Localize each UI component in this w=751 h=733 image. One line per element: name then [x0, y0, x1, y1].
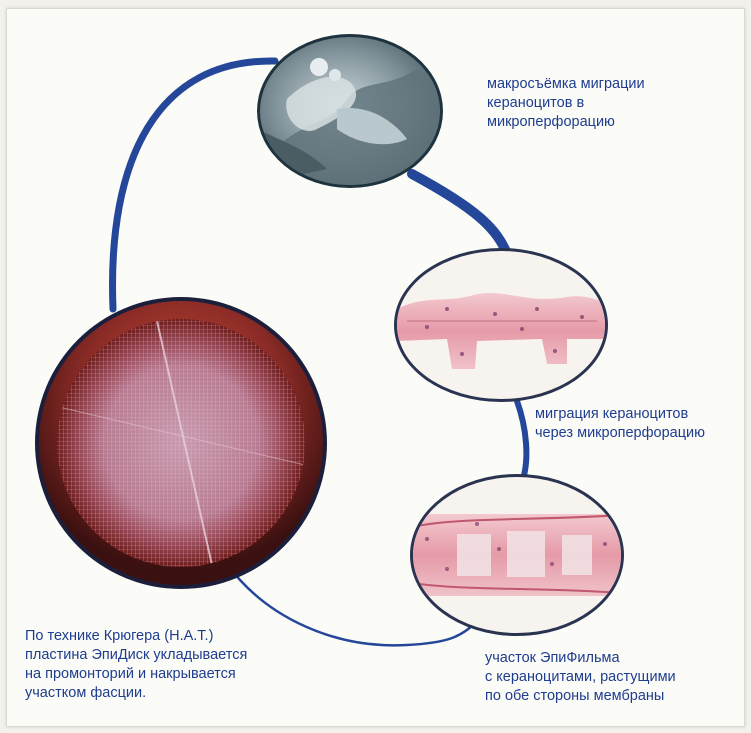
caption-kruger-line-4: участком фасции. — [25, 684, 247, 703]
connector-arc-right — [412, 174, 507, 254]
caption-macro-line-1: макросъёмка миграции — [487, 75, 645, 94]
caption-kruger-line-3: на промонторий и накрывается — [25, 665, 247, 684]
diagram-frame: макросъёмка миграции кераноцитов в микро… — [6, 8, 745, 727]
caption-kruger-line-2: пластина ЭпиДиск укладывается — [25, 646, 247, 665]
caption-epifilm-line-3: по обе стороны мембраны — [485, 687, 676, 706]
caption-macro-line-3: микроперфорацию — [487, 113, 645, 132]
caption-epifilm-line-2: с кераноцитами, растущими — [485, 668, 676, 687]
caption-epifilm: участок ЭпиФильма с кераноцитами, растущ… — [485, 649, 676, 706]
caption-migration: миграция кераноцитов через микроперфорац… — [535, 405, 705, 443]
histology-perforation-icon — [394, 248, 608, 402]
epidisc-icon — [35, 297, 327, 589]
caption-kruger-line-1: По технике Крюгера (Н.А.Т.) — [25, 627, 247, 646]
histology-membrane-icon — [410, 474, 624, 636]
sem-micrograph-icon — [247, 29, 457, 199]
caption-macro: макросъёмка миграции кераноцитов в микро… — [487, 75, 645, 132]
caption-epifilm-line-1: участок ЭпиФильма — [485, 649, 676, 668]
caption-migration-line-2: через микроперфорацию — [535, 424, 705, 443]
caption-migration-line-1: миграция кераноцитов — [535, 405, 705, 424]
connector-arc-right-2 — [517, 401, 526, 479]
caption-kruger-technique: По технике Крюгера (Н.А.Т.) пластина Эпи… — [25, 627, 247, 703]
caption-macro-line-2: кераноцитов в — [487, 94, 645, 113]
connector-arc-left — [113, 61, 275, 309]
